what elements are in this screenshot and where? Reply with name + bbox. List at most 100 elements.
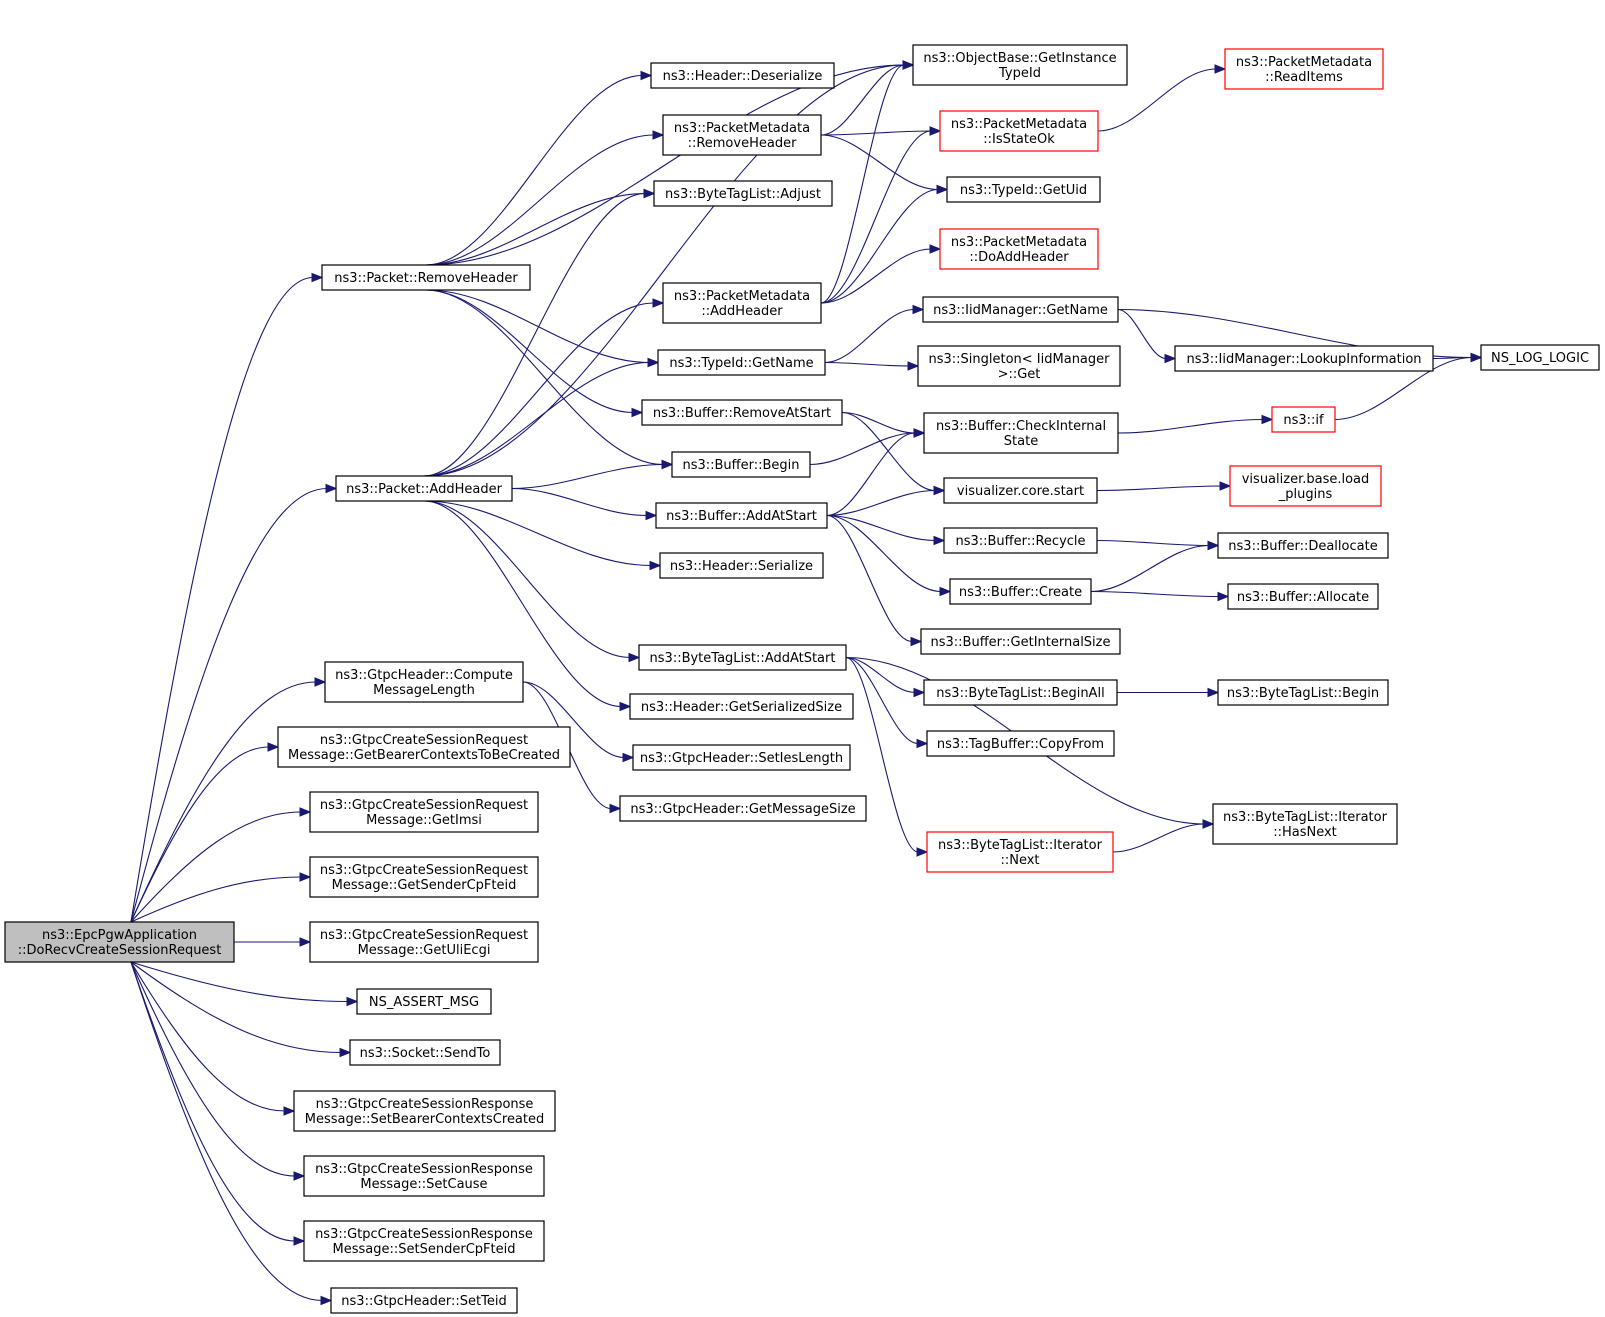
node-iid-getname[interactable]: ns3::IidManager::GetName [922,296,1119,323]
edge-line [425,289,650,364]
node-box [330,1287,518,1314]
edge-root-to-set_sender [130,961,306,1246]
arrowhead-icon [652,130,665,140]
edge-line [824,361,910,367]
node-singleton-get[interactable]: ns3::Singleton< IidManager>::Get [917,345,1121,387]
node-label: ns3::Packet::AddHeader [346,482,502,497]
node-buf-dealloc[interactable]: ns3::Buffer::Deallocate [1217,532,1389,559]
node-gtpc-getmsgsize[interactable]: ns3::GtpcHeader::GetMessageSize [619,795,867,822]
node-label: ns3::Header::Serialize [670,559,813,574]
edge-line [130,961,342,1054]
node-gtpc-setieslen[interactable]: ns3::GtpcHeader::SetIesLength [632,744,851,771]
node-box [1271,406,1336,433]
node-box [641,399,843,426]
node-set-cause[interactable]: ns3::GtpcCreateSessionResponseMessage::S… [303,1155,545,1197]
node-buf-create[interactable]: ns3::Buffer::Create [949,578,1092,605]
node-pm-isstateok[interactable]: ns3::PacketMetadata::IsStateOk [939,110,1099,152]
node-pm-add[interactable]: ns3::PacketMetadata::AddHeader [662,282,822,324]
edge-pkt_remove-to-tid_getname [425,289,660,368]
node-buf-remove[interactable]: ns3::Buffer::RemoveAtStart [641,399,843,426]
node-box [926,831,1114,873]
node-btl-adjust[interactable]: ns3::ByteTagList::Adjust [653,180,833,207]
edge-line [511,463,664,490]
node-ns3-if[interactable]: ns3::if [1271,406,1336,433]
node-hdr-deser[interactable]: ns3::Header::Deserialize [650,62,835,89]
arrowhead-icon [913,428,926,438]
node-buf-alloc[interactable]: ns3::Buffer::Allocate [1227,583,1379,610]
edge-ns3_if-to-ns_log_logic [1334,352,1483,421]
arrowhead-icon [609,803,622,814]
arrowhead-icon [1217,591,1230,602]
edge-btl_beginall-to-btl_begin [1116,687,1220,698]
node-label: ns3::Buffer::GetInternalSize [931,635,1111,650]
edge-root-to-get_uli [234,937,312,947]
edge-line [425,74,643,266]
node-pkt-remove[interactable]: ns3::Packet::RemoveHeader [321,264,531,291]
node-get-uli[interactable]: ns3::GtpcCreateSessionRequestMessage::Ge… [309,921,539,963]
node-vis-load-plugins[interactable]: visualizer.base.load_plugins [1229,465,1382,507]
node-btl-addstart[interactable]: ns3::ByteTagList::AddAtStart [638,644,847,671]
node-buf-addstart[interactable]: ns3::Buffer::AddAtStart [655,502,828,529]
arrowhead-icon [910,636,923,647]
node-iid-lookup[interactable]: ns3::IidManager::LookupInformation [1174,345,1434,372]
node-pm-readitems[interactable]: ns3::PacketMetadata::ReadItems [1224,48,1384,90]
node-tid-getuid[interactable]: ns3::TypeId::GetUid [946,176,1101,203]
node-buf-getinternalsize[interactable]: ns3::Buffer::GetInternalSize [920,628,1121,655]
node-tagbuf-copyfrom[interactable]: ns3::TagBuffer::CopyFrom [926,730,1115,757]
node-set-teid[interactable]: ns3::GtpcHeader::SetTeid [330,1287,518,1314]
edge-line [511,487,648,517]
node-label: ns3::GtpcCreateSessionRequest [320,733,528,748]
node-btl-begin[interactable]: ns3::ByteTagList::Begin [1217,679,1389,706]
edge-line [841,411,936,492]
node-box [1217,532,1389,559]
node-hdr-getsize[interactable]: ns3::Header::GetSerializedSize [629,693,854,720]
node-label: ns3::ByteTagList::BeginAll [936,686,1104,701]
node-pm-doadd[interactable]: ns3::PacketMetadata::DoAddHeader [939,228,1099,270]
node-box [4,921,235,963]
node-ns-log-logic[interactable]: NS_LOG_LOGIC [1480,344,1600,371]
edge-buf_addstart-to-buf_recycle [826,514,946,546]
node-tid-getname[interactable]: ns3::TypeId::GetName [657,349,826,376]
node-get-sender[interactable]: ns3::GtpcCreateSessionRequestMessage::Ge… [309,856,539,898]
node-get-imsi[interactable]: ns3::GtpcCreateSessionRequestMessage::Ge… [309,791,539,833]
edge-vis_core_start-to-vis_load_plugins [1096,481,1232,492]
edge-root-to-pkt_remove [130,272,324,923]
node-set-sender[interactable]: ns3::GtpcCreateSessionResponseMessage::S… [303,1220,545,1262]
edge-buf_recycle-to-buf_dealloc [1096,539,1220,551]
node-box [309,791,539,833]
node-socket-sendto[interactable]: ns3::Socket::SendTo [349,1039,501,1066]
node-label: ns3::Buffer::Begin [682,458,799,473]
edge-line [130,961,349,1003]
edge-line [425,289,634,414]
node-hdr-ser[interactable]: ns3::Header::Serialize [659,552,824,579]
node-assert-msg[interactable]: NS_ASSERT_MSG [356,988,492,1015]
arrowhead-icon [916,738,929,749]
node-label: NS_ASSERT_MSG [369,995,479,1010]
node-btl-iter-hasnext[interactable]: ns3::ByteTagList::Iterator::HasNext [1212,803,1398,845]
node-buf-begin[interactable]: ns3::Buffer::Begin [671,451,811,478]
node-label: ns3::GtpcHeader::SetIesLength [640,751,843,766]
node-label: ns3::if [1283,413,1324,428]
node-vis-core-start[interactable]: visualizer.core.start [943,477,1098,504]
node-root[interactable]: ns3::EpcPgwApplication::DoRecvCreateSess… [4,921,235,963]
node-btl-beginall[interactable]: ns3::ByteTagList::BeginAll [923,679,1118,706]
node-label: ns3::PacketMetadata [674,121,810,136]
node-pm-remove[interactable]: ns3::PacketMetadata::RemoveHeader [662,114,822,156]
arrowhead-icon [325,483,338,494]
node-btl-iter-next[interactable]: ns3::ByteTagList::Iterator::Next [926,831,1114,873]
node-box [335,475,513,502]
edge-buf_addstart-to-vis_core_start [826,485,946,517]
node-box [321,264,531,291]
node-get-bearer[interactable]: ns3::GtpcCreateSessionRequestMessage::Ge… [277,726,571,768]
node-pkt-add[interactable]: ns3::Packet::AddHeader [335,475,513,502]
node-label: ns3::GtpcHeader::Compute [335,668,513,683]
node-label: ::RemoveHeader [688,136,798,151]
node-set-bearer[interactable]: ns3::GtpcCreateSessionResponseMessage::S… [293,1090,556,1132]
edges-layer [130,60,1483,1306]
node-buf-recycle[interactable]: ns3::Buffer::Recycle [943,527,1098,554]
node-label: ::ReadItems [1265,70,1343,85]
arrowhead-icon [311,272,324,283]
